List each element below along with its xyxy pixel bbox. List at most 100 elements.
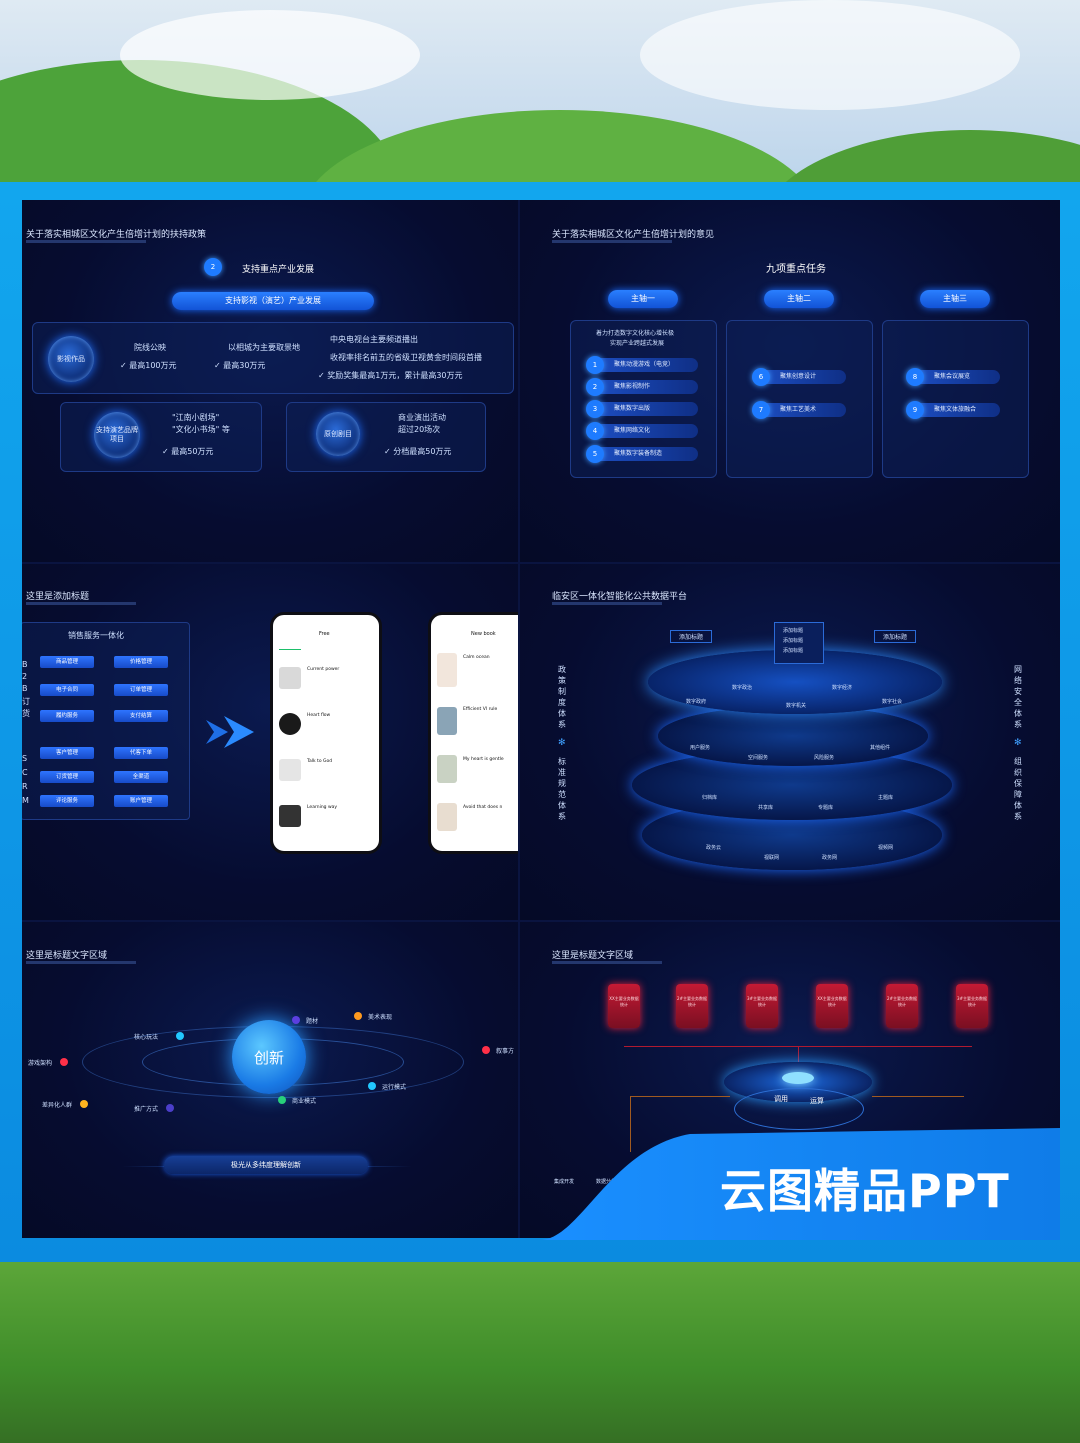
bottom-pill: 极光从多纬度理解创新	[164, 1156, 368, 1174]
divider-h1	[22, 562, 1060, 564]
dot-cyan-2	[368, 1082, 376, 1090]
tab-axis-3: 主轴三	[920, 290, 990, 308]
layer2-label-0: 用户服务	[690, 745, 711, 751]
orig-label-2: 超过20场次	[398, 425, 441, 434]
task-column-3	[882, 320, 1029, 478]
phone1-item-4: Learning way	[307, 805, 338, 810]
phone2-item-1: Calm ocean	[463, 655, 490, 660]
divider-h2	[22, 920, 1060, 922]
task-num-7: 7	[752, 401, 770, 419]
layer2-label-1: 空间服务	[748, 755, 769, 761]
label-3: 游戏架构	[28, 1060, 53, 1067]
task-num-9: 9	[906, 401, 924, 419]
rv2-4: 体	[1014, 801, 1022, 810]
label-2: 核心玩法	[134, 1034, 159, 1041]
rv2-1: 织	[1014, 768, 1022, 777]
brand-banner	[540, 1128, 1060, 1240]
lv2-0: 标	[558, 757, 566, 766]
layer2-label-2: 风险服务	[814, 755, 835, 761]
sales-btn-9: 订货管理	[40, 771, 94, 783]
label-0: 题材	[306, 1018, 319, 1025]
red-data-cylinder-2: 2#主要业务数据统计	[676, 984, 708, 1028]
top-center-0: 添加标题	[783, 628, 804, 634]
lv1-2: 制	[558, 687, 566, 696]
rv2-5: 系	[1014, 812, 1022, 821]
label-5: 推广方式	[134, 1106, 159, 1113]
slide-subtitle-placeholder	[552, 240, 672, 243]
slide-subtitle-placeholder	[552, 602, 662, 605]
lv1-3: 度	[558, 698, 566, 707]
phone2-item-4: Avoid that does n	[463, 805, 503, 810]
layer1-label-4: 数字社会	[882, 699, 903, 705]
original-orb: 原创剧目	[316, 412, 360, 456]
phone2-item-2: Efficient VI rule	[463, 707, 498, 712]
sky-cloud	[120, 10, 420, 100]
dot-cyan	[176, 1032, 184, 1040]
slide-subtitle-placeholder	[26, 961, 136, 964]
task-num-1: 1	[586, 356, 604, 374]
layer1-label-0: 数字政府	[686, 699, 707, 705]
sales-btn-4: 订单管理	[114, 684, 168, 696]
layer3-label-3: 主题库	[878, 795, 894, 801]
top-center-1: 添加标题	[783, 638, 804, 644]
center-label-0: 调用	[774, 1095, 788, 1103]
top-tag-left: 添加标题	[670, 630, 713, 643]
panel-title: 销售服务一体化	[68, 631, 124, 640]
task-num-6: 6	[752, 368, 770, 386]
phone1-tab-underline	[279, 649, 301, 650]
rv2-2: 保	[1014, 779, 1022, 788]
lv1-1: 策	[558, 676, 566, 685]
layer3-label-1: 共享库	[758, 805, 774, 811]
col3-value: ✓ 奖励奖集最高1万元，累计最高30万元	[318, 371, 463, 380]
film-box	[32, 322, 514, 394]
col1-head-2: 实现产业跨越式发展	[610, 340, 665, 347]
slide-title: 关于落实相城区文化产生倍增计划的意见	[552, 230, 715, 240]
red-data-cylinder-3: 3#主要业务数据统计	[746, 984, 778, 1028]
letter-ding: 订	[22, 697, 30, 706]
slide-data-platform: 临安区一体化智能化公共数据平台 政 策 制 度 体 系 ✻ 标 准 规 范 体 …	[520, 564, 1060, 920]
slide-title: 这里是标题文字区域	[552, 951, 634, 961]
sales-btn-8: 代客下单	[114, 747, 168, 759]
col2-value: ✓ 最高30万元	[214, 361, 266, 370]
slide-title: 这里是添加标题	[26, 592, 90, 602]
dot-red	[60, 1058, 68, 1066]
tab-axis-2: 主轴二	[764, 290, 834, 308]
right-vertical-labels: 网 络 安 全 体 系 ✻ 组 织 保 障 体 系	[1014, 664, 1026, 822]
col2-label: 以相城为主要取景地	[228, 343, 300, 352]
col1-head-1: 着力打造数字文化核心增长极	[596, 330, 675, 337]
rv1-3: 全	[1014, 698, 1022, 707]
letter-m: M	[22, 796, 29, 805]
label-1: 美术表现	[368, 1014, 393, 1021]
gear-icon: ✻	[558, 738, 566, 748]
layer4-label-1: 视联网	[764, 855, 780, 861]
bottom-label-1: 数据分析	[596, 1179, 617, 1185]
slide-sales-service: 这里是添加标题 销售服务一体化 B 2 B 订 货 S C R M 商品管理 价…	[22, 564, 518, 920]
bottom-label-0: 集成开发	[554, 1179, 575, 1185]
lv2-1: 准	[558, 768, 566, 777]
core-disc-lower	[734, 1088, 864, 1130]
lv1-5: 系	[558, 720, 566, 729]
top-tag-right: 添加标题	[874, 630, 917, 643]
sales-btn-1: 商品管理	[40, 656, 94, 668]
red-data-cylinder-4: XX主要业务数据统计	[816, 984, 848, 1028]
layer4-label-2: 政务网	[822, 855, 838, 861]
platform-disc-2	[658, 706, 928, 766]
sales-btn-11: 评论服务	[40, 795, 94, 807]
sales-btn-12: 账户管理	[114, 795, 168, 807]
layer1-label-2: 数字机关	[786, 703, 807, 709]
col1-value: ✓ 最高100万元	[120, 361, 177, 370]
slide-title: 关于落实相城区文化产生倍增计划的扶持政策	[26, 230, 207, 240]
phone2-title: New book	[471, 631, 496, 637]
phone2-thumb-1	[437, 653, 457, 687]
lv2-2: 规	[558, 779, 566, 788]
task-num-3: 3	[586, 400, 604, 418]
phone1-item-2: Heart flow	[307, 713, 331, 718]
phone2-thumb-3	[437, 755, 457, 783]
